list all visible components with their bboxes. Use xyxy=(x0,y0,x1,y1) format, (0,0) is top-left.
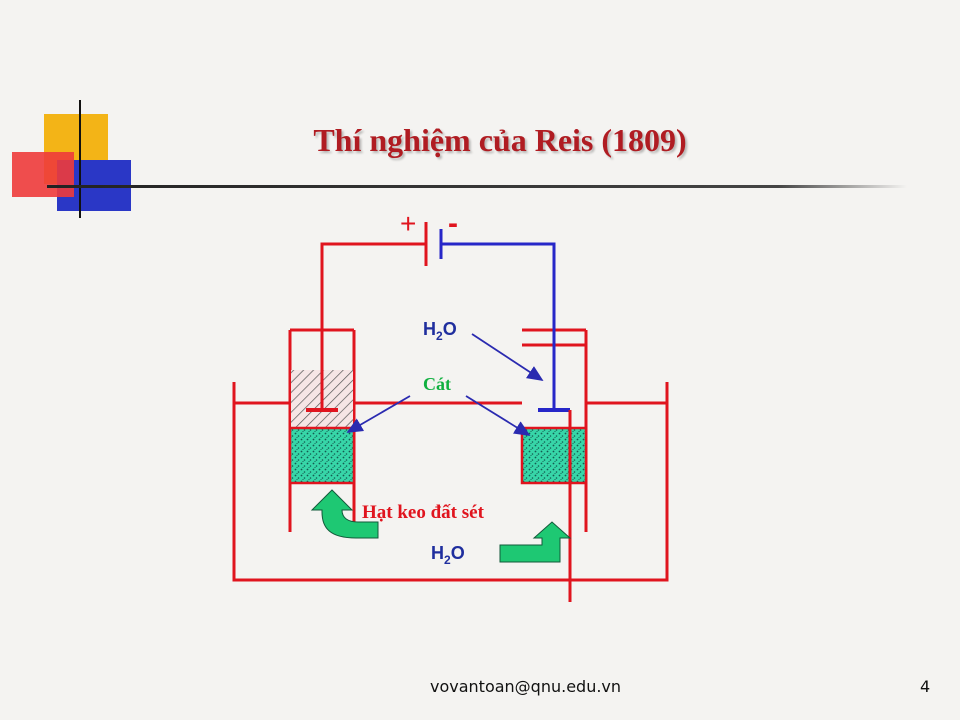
right-tube xyxy=(520,328,588,532)
battery-minus-label: - xyxy=(448,207,458,240)
decorative-corner-blocks xyxy=(12,100,907,218)
water-label-top: H2O xyxy=(423,319,457,343)
battery-plus-label: + xyxy=(400,208,416,239)
right-sand-block xyxy=(520,426,588,485)
right-green-flow-arrow xyxy=(499,521,572,563)
footer-email: vovantoan@qnu.edu.vn xyxy=(430,677,622,696)
negative-wire xyxy=(439,229,570,412)
page-number: 4 xyxy=(920,677,931,696)
sand-label: Cát xyxy=(423,374,451,394)
water-tank xyxy=(232,382,669,582)
water-label-bottom: H2O xyxy=(431,543,465,567)
positive-wire xyxy=(306,222,428,412)
slide-title: Thí nghiệm của Reis (1809) xyxy=(313,122,687,158)
clay-particles-label: Hạt keo đất sét xyxy=(362,502,485,523)
left-green-flow-arrow xyxy=(310,489,379,539)
pointer-arrows xyxy=(346,333,544,436)
left-sand-block xyxy=(288,426,356,485)
